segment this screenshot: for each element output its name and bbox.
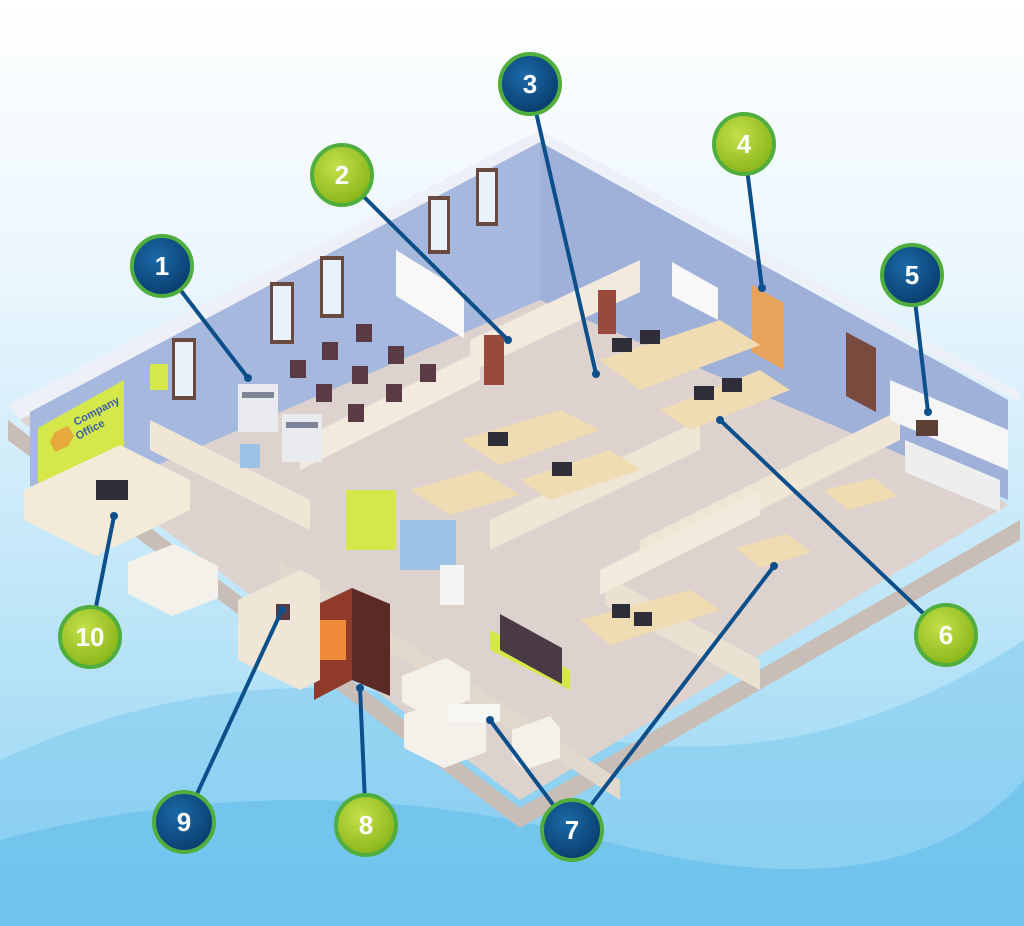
lounge-sofas <box>128 544 560 770</box>
marker-3-label: 3 <box>522 68 538 99</box>
marker-3: 3 <box>498 52 562 116</box>
reception-desk <box>24 445 190 556</box>
whiteboard <box>672 262 718 320</box>
marker-2: 2 <box>310 143 374 207</box>
copiers <box>238 384 322 462</box>
marker-5-label: 5 <box>904 259 920 290</box>
kitchen <box>890 380 1008 512</box>
marker-5: 5 <box>880 243 944 307</box>
doors <box>484 285 876 412</box>
marker-8-label: 8 <box>358 809 374 840</box>
leader-line-7a <box>570 564 776 832</box>
marker-9: 9 <box>152 790 216 854</box>
leader-line-3 <box>528 84 598 376</box>
leader-line-6 <box>718 418 948 637</box>
leader-line-2 <box>340 173 510 342</box>
leader-line-ends <box>110 284 932 724</box>
meeting-tables <box>736 478 898 568</box>
monitors <box>488 330 742 626</box>
marker-6: 6 <box>914 603 978 667</box>
marker-2-label: 2 <box>334 159 350 190</box>
marker-7-label: 7 <box>564 814 580 845</box>
marker-4: 4 <box>712 112 776 176</box>
marker-1: 1 <box>130 234 194 298</box>
wall-top-edge-left <box>8 130 540 420</box>
marker-6-label: 6 <box>938 619 954 650</box>
marker-4-label: 4 <box>736 128 752 159</box>
vending-machine <box>314 588 390 700</box>
company-logo-icon <box>50 426 74 452</box>
conference-chairs <box>290 324 436 422</box>
decor <box>150 364 464 605</box>
leader-line-9 <box>182 608 284 824</box>
marker-7: 7 <box>540 798 604 862</box>
building: Company Office <box>8 130 1020 828</box>
tv-lounge <box>490 614 570 690</box>
projector-screen <box>396 250 464 338</box>
marker-1-label: 1 <box>154 250 170 281</box>
marker-9-label: 9 <box>176 806 192 837</box>
wall-top-edge-right <box>540 130 1020 402</box>
marker-10-label: 10 <box>75 621 105 652</box>
marker-8: 8 <box>334 793 398 857</box>
marker-10: 10 <box>58 605 122 669</box>
